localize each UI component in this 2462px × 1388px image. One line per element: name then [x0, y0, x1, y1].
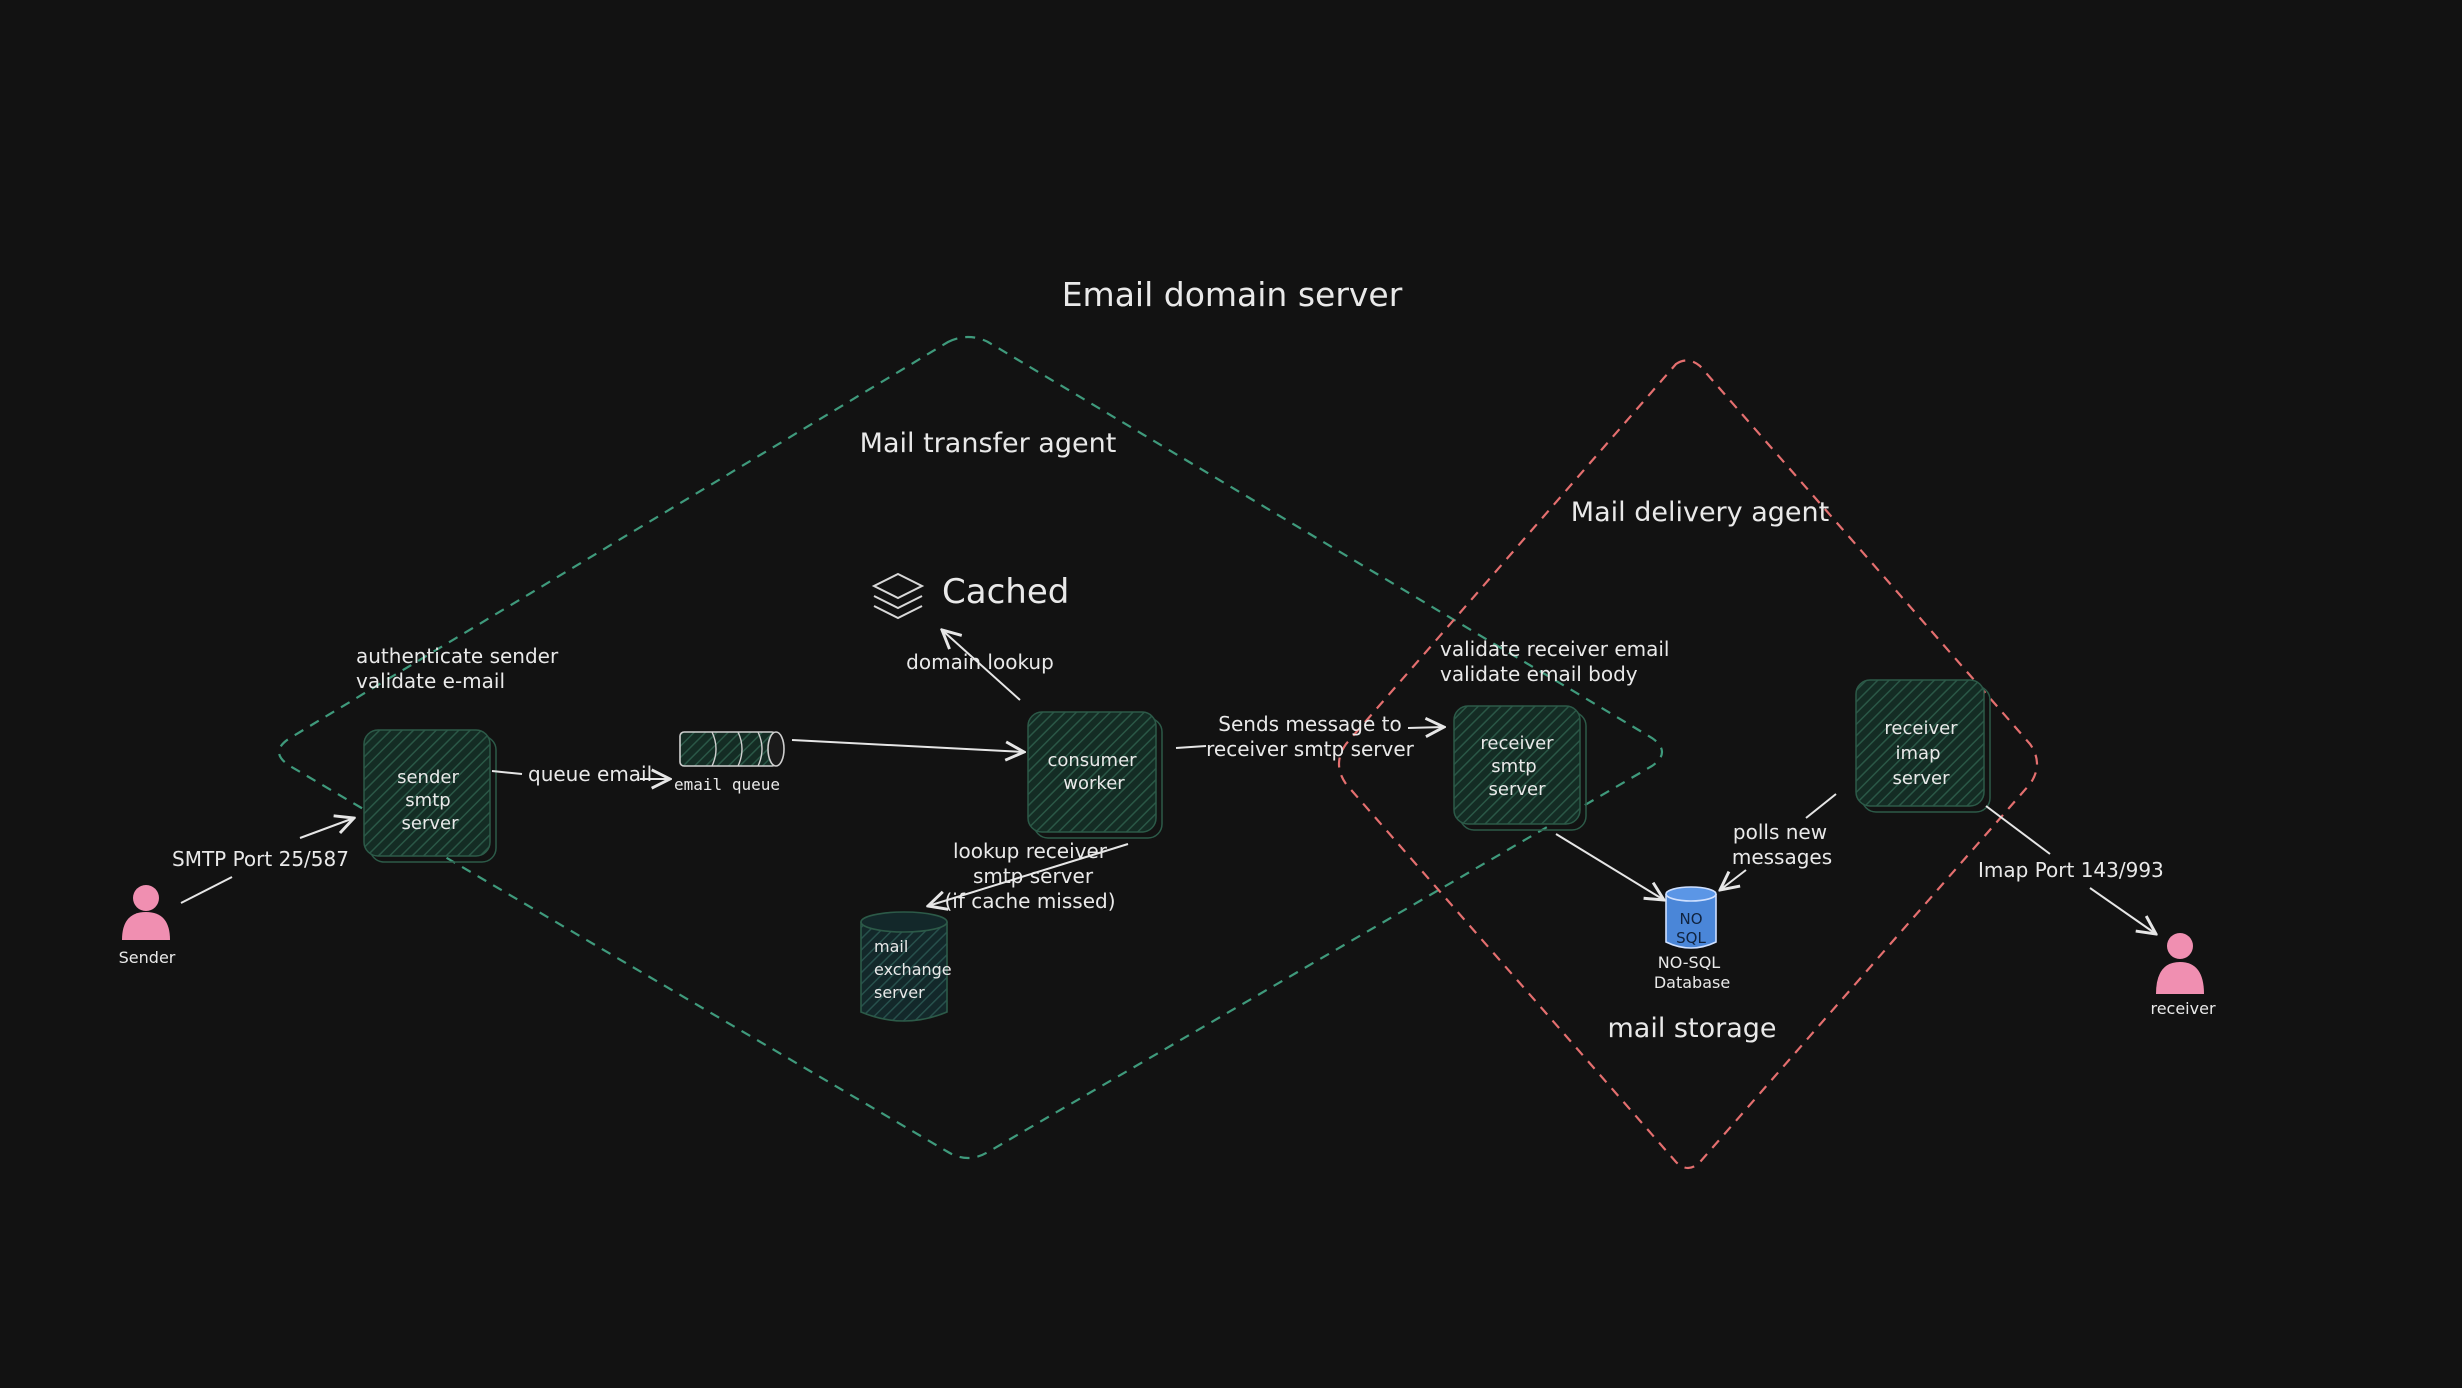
sends-message-line2: receiver smtp server	[1206, 737, 1415, 761]
sender-smtp-line3: server	[402, 813, 460, 834]
sender-smtp-server-node[interactable]: sender smtp server	[363, 729, 497, 863]
receiver-smtp-server-node[interactable]: receiver smtp server	[1453, 705, 1587, 831]
diagram-title: Email domain server	[1062, 275, 1403, 314]
arrow-worker-to-mx	[928, 843, 1129, 906]
arrow-sender-to-smtp-a	[180, 876, 233, 904]
polls-line2: messages	[1732, 845, 1832, 869]
sender-label: Sender	[119, 948, 176, 967]
connectors	[180, 630, 2156, 934]
lookup-receiver-line2: smtp server	[973, 864, 1094, 888]
mail-exchange-server-node[interactable]: mail exchange server	[860, 911, 952, 1022]
email-queue-label: email queue	[674, 775, 780, 794]
mail-exchange-line1: mail	[874, 937, 908, 956]
db-caption-line1: NO-SQL	[1658, 953, 1721, 972]
db-caption-line2: Database	[1654, 973, 1730, 992]
receiver-smtp-line3: server	[1489, 779, 1547, 800]
mail-exchange-line3: server	[874, 983, 925, 1002]
receiver-imap-line3: server	[1893, 768, 1951, 789]
receiver-label: receiver	[2150, 999, 2215, 1018]
lookup-receiver-line3: (if cache missed)	[944, 889, 1115, 913]
imap-port-label: Imap Port 143/993	[1978, 858, 2164, 882]
arrow-worker-to-cache	[942, 630, 1021, 701]
mda-zone-border	[1337, 359, 2039, 1170]
polls-line1: polls new	[1733, 820, 1827, 844]
arrow-imap-to-receiver-a	[1985, 805, 2051, 855]
queue-email-label: queue email	[528, 762, 652, 786]
consumer-worker-line2: worker	[1063, 773, 1125, 794]
mta-zone-border	[277, 335, 1664, 1160]
mta-zone-label: Mail transfer agent	[860, 428, 1117, 459]
arrow-imap-to-db-b	[1720, 869, 1747, 890]
sender-smtp-line2: smtp	[405, 790, 450, 811]
receiver-imap-server-node[interactable]: receiver imap server	[1855, 679, 1991, 813]
receiver-smtp-line1: receiver	[1480, 733, 1554, 754]
email-queue-icon[interactable]	[679, 731, 785, 767]
arrow-rsmtp-to-db	[1555, 833, 1664, 900]
arrow-worker-to-rsmtp-a	[1175, 745, 1207, 749]
db-badge-line2: SQL	[1676, 929, 1706, 947]
validate-receiver-line2: validate email body	[1440, 662, 1638, 686]
receiver-imap-line1: receiver	[1884, 718, 1958, 739]
receiver-user-icon[interactable]	[2156, 933, 2204, 994]
mda-zone-label: Mail delivery agent	[1571, 497, 1829, 528]
arrow-imap-to-receiver-b	[2089, 887, 2156, 934]
receiver-imap-line2: imap	[1896, 743, 1941, 764]
smtp-port-label: SMTP Port 25/587	[172, 847, 349, 871]
layers-icon	[871, 572, 925, 620]
database-icon[interactable]: NO SQL	[1665, 886, 1717, 949]
domain-lookup-label: domain lookup	[906, 650, 1054, 674]
arrow-smtp-to-queue-a	[491, 770, 523, 775]
consumer-worker-line1: consumer	[1047, 750, 1137, 771]
consumer-worker-node[interactable]: consumer worker	[1027, 711, 1163, 839]
lookup-receiver-line1: lookup receiver	[953, 839, 1108, 863]
arrow-sender-to-smtp-b	[299, 818, 354, 839]
arrow-queue-to-worker	[791, 739, 1024, 752]
sender-smtp-line1: sender	[397, 767, 459, 788]
receiver-smtp-line2: smtp	[1491, 756, 1536, 777]
arrow-imap-to-db-a	[1805, 793, 1837, 819]
storage-zone-label: mail storage	[1607, 1013, 1776, 1044]
auth-label-line2: validate e-mail	[356, 669, 505, 693]
mail-exchange-line2: exchange	[874, 960, 952, 979]
sends-message-line1: Sends message to	[1218, 712, 1401, 736]
auth-label-line1: authenticate sender	[356, 644, 559, 668]
arrow-worker-to-rsmtp-b	[1407, 727, 1444, 728]
db-badge-line1: NO	[1679, 910, 1702, 928]
sender-user-icon[interactable]	[122, 885, 170, 940]
validate-receiver-line1: validate receiver email	[1440, 637, 1669, 661]
cached-label: Cached	[942, 572, 1069, 612]
